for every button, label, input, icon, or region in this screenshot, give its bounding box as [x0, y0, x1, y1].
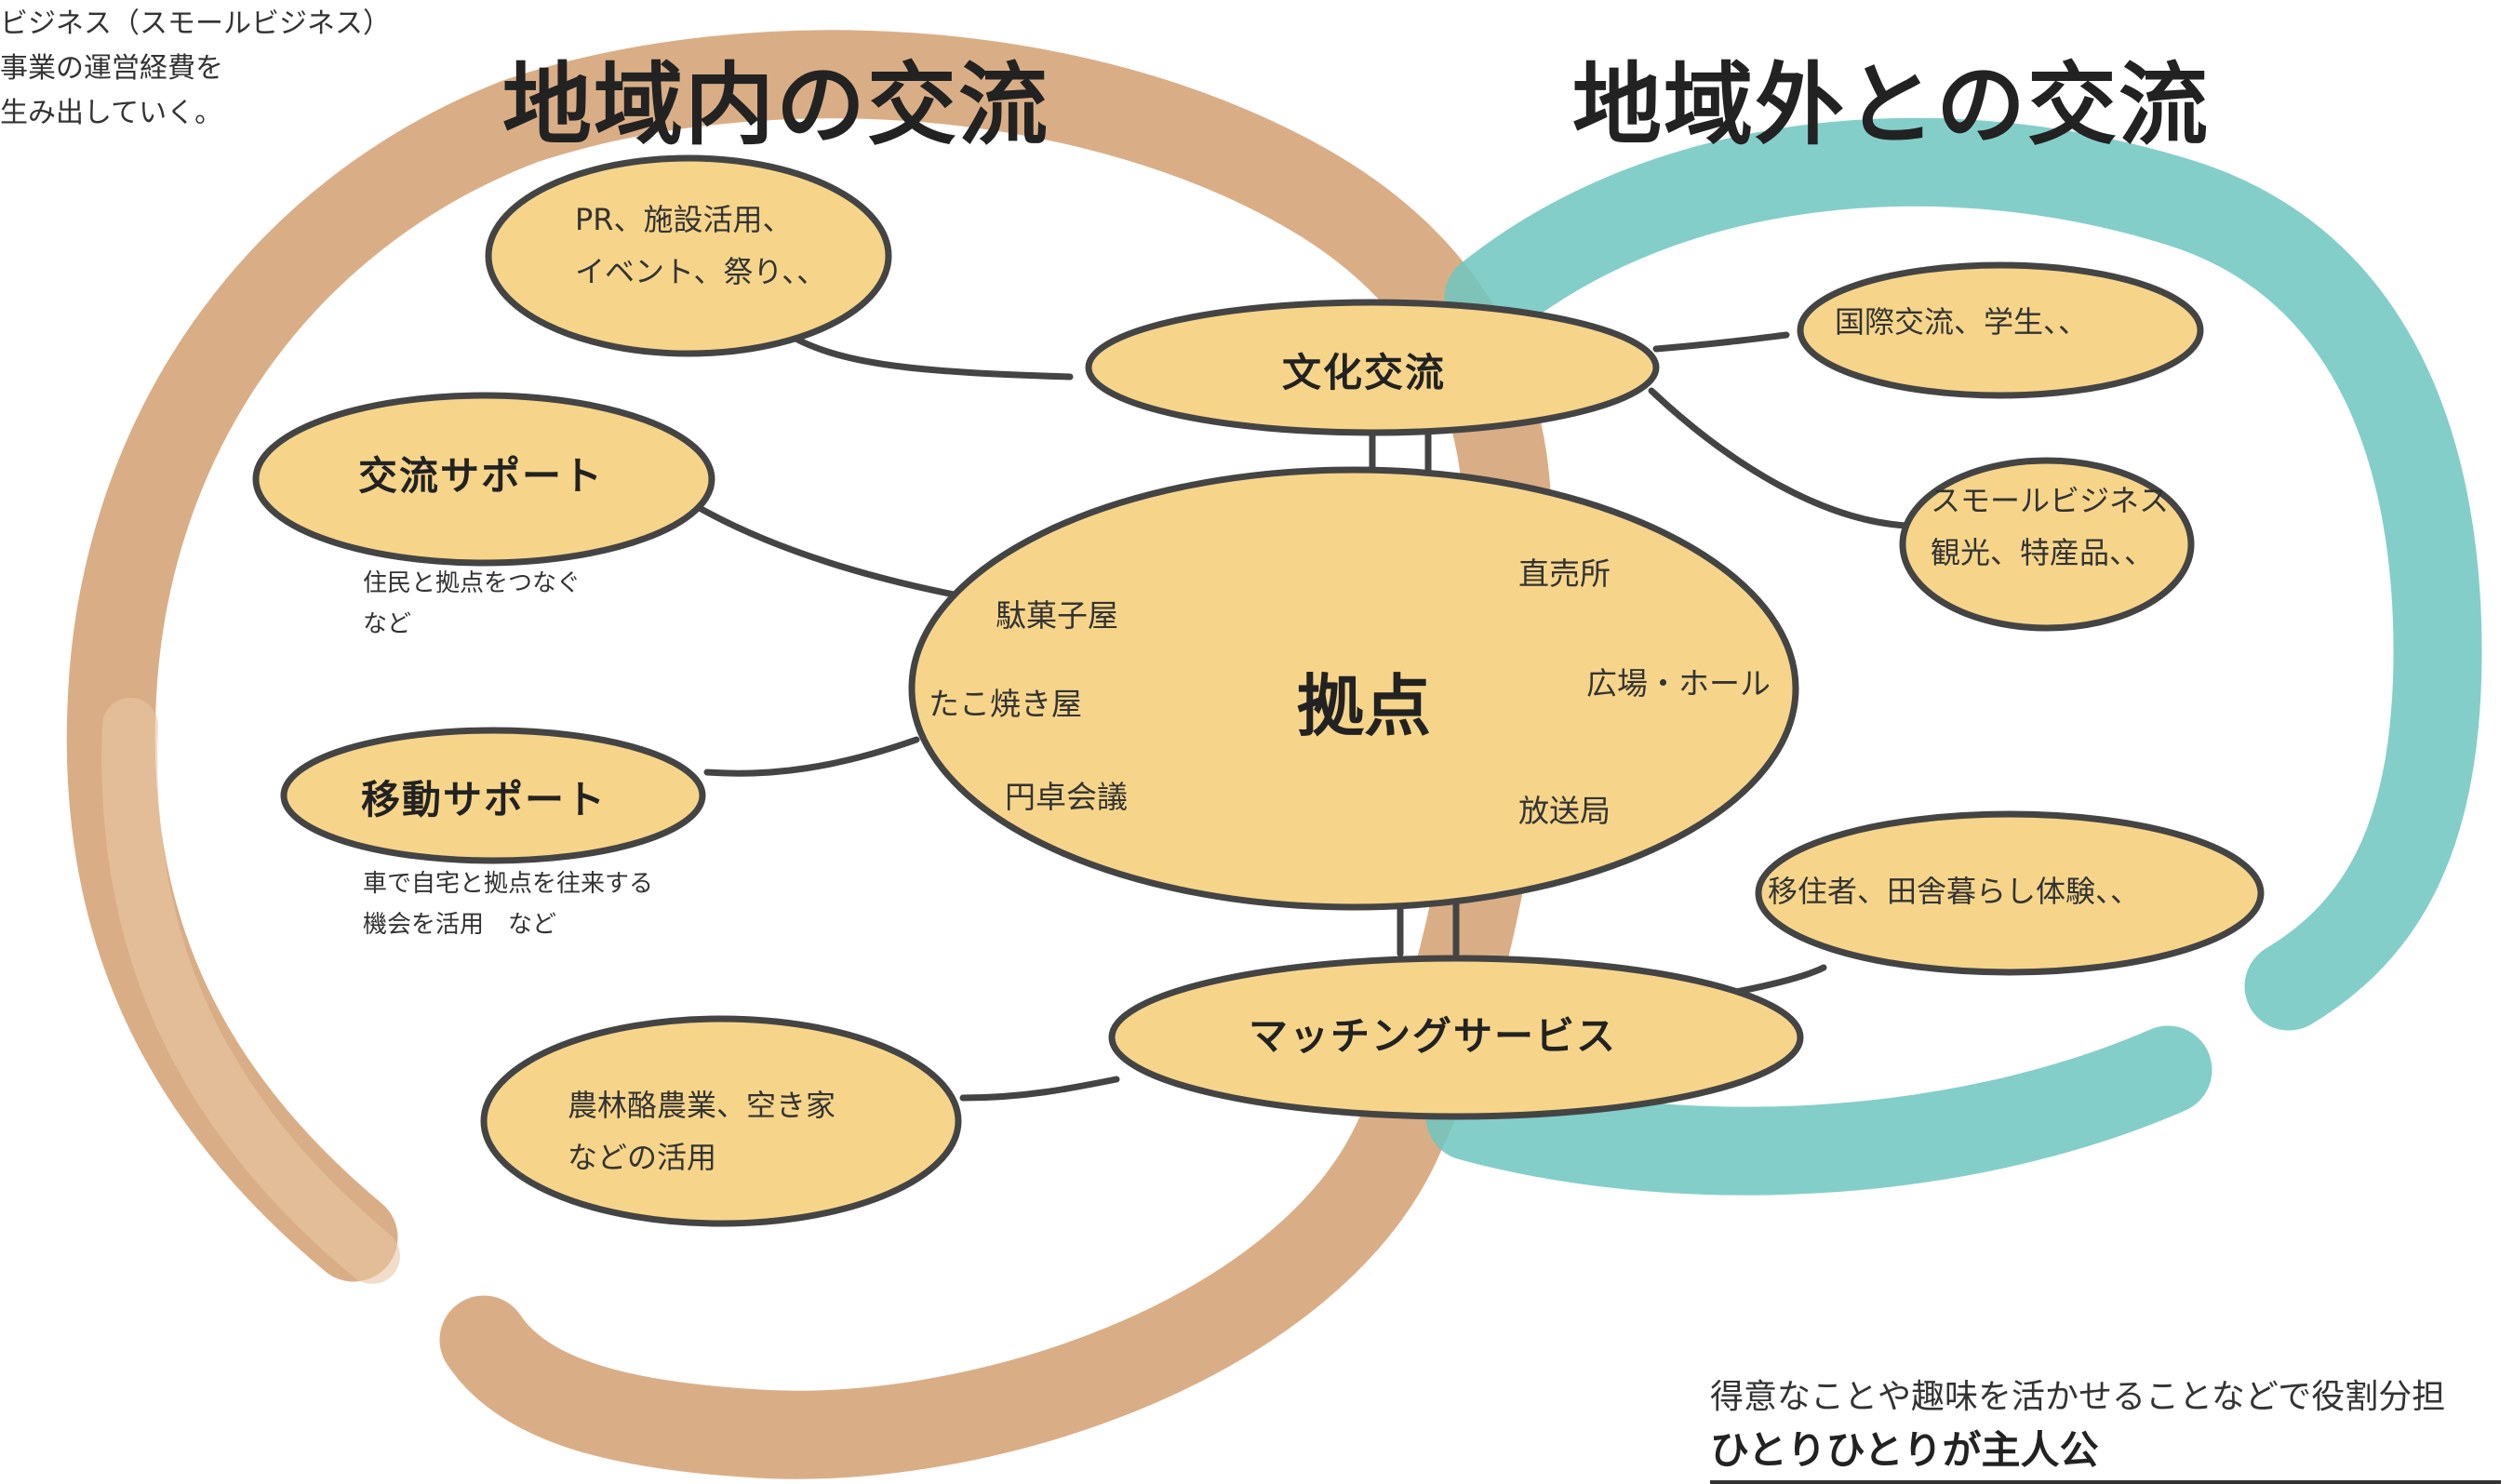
farm-text: 農林酪農業、空き家 などの活用: [568, 1079, 835, 1183]
outer-region-title: 地域外との交流: [1572, 52, 2211, 157]
line-koryu-center: [694, 503, 962, 599]
line-culture-intl: [1652, 331, 1790, 353]
koryu-support-desc2: など: [363, 610, 412, 638]
koryu-support-desc1: 住民と拠点をつなぐ: [363, 569, 581, 597]
koryu-support-bubble: [252, 392, 715, 567]
ido-support-desc1: 車で自宅と拠点を往来する: [363, 870, 654, 898]
line-farm-matching: [959, 1076, 1120, 1102]
smallbiz-line1: スモールビジネス: [1931, 483, 2170, 518]
ido-support-desc: 車で自宅と拠点を往来する 機会を活用 など: [363, 863, 653, 945]
outer-region-loop-lower: [1425, 1025, 2212, 1196]
outer-region-loop: [1444, 117, 2482, 1031]
pr-line2: イベント、祭り、、: [575, 254, 827, 289]
center-item-hiroba: 広場・ホール: [1586, 665, 1771, 702]
top-left-note-line3: 生み出していく。: [0, 97, 223, 129]
line-pr-culture: [778, 327, 1074, 381]
farm-bubble: [480, 1015, 962, 1227]
culture-label: 文化交流: [1282, 350, 1447, 395]
pr-text: PR、施設活用、 イベント、祭り、、: [575, 194, 826, 298]
top-left-note-line2: 事業の運営経費を: [0, 52, 223, 85]
top-left-note-line1: ビジネス（スモールビジネス）: [0, 7, 391, 40]
farm-line2: などの活用: [568, 1140, 717, 1175]
top-left-note: ビジネス（スモールビジネス） 事業の運営経費を 生み出していく。: [0, 2, 391, 136]
pr-line1: PR、施設活用、: [575, 202, 793, 237]
center-item-chokubai: 直売所: [1518, 555, 1611, 592]
intl-bubble: [1797, 261, 2204, 399]
pr-bubble: [485, 154, 892, 357]
inner-region-title: 地域内の交流: [502, 52, 1049, 157]
koryu-support-title: 交流サポート: [358, 453, 605, 499]
footer-headline: ひとりひとりが主人公: [1710, 1427, 2099, 1473]
smallbiz-line2: 観光、特産品、、: [1931, 535, 2155, 570]
culture-bubble: [1085, 299, 1660, 436]
inner-region-loop-shadow: [101, 698, 400, 1284]
intl-label: 国際交流、学生、、: [1835, 304, 2089, 340]
farm-line1: 農林酪農業、空き家: [568, 1088, 836, 1123]
center-item-entaku: 円卓会議: [1005, 779, 1128, 815]
bubbles: [252, 154, 2265, 1227]
center-title: 拠点: [1297, 667, 1432, 745]
ido-support-bubble: [280, 727, 706, 864]
line-ido-center: [703, 736, 920, 777]
center-item-hoso: 放送局: [1518, 793, 1611, 829]
line-culture-smallbiz: [1648, 387, 1911, 529]
ido-support-title: 移動サポート: [361, 777, 608, 822]
inner-region-loop: [66, 30, 1552, 1479]
migrants-label: 移住者、田舎暮らし体験、、: [1768, 874, 2141, 909]
matching-label: マッチングサービス: [1249, 1013, 1618, 1059]
footer-tagline: 得意なことや趣味を活かせることなどで役割分担: [1710, 1378, 2446, 1416]
koryu-support-desc: 住民と拠点をつなぐ など: [363, 563, 581, 645]
center-item-dagashi: 駄菓子屋: [996, 597, 1118, 634]
center-item-takoyaki: たこ焼き屋: [929, 686, 1082, 722]
smallbiz-text: スモールビジネス 観光、特産品、、: [1931, 475, 2169, 579]
matching-bubble: [1108, 955, 1804, 1120]
ido-support-desc2: 機会を活用 など: [363, 911, 557, 939]
smallbiz-bubble: [1899, 457, 2195, 632]
migrants-bubble: [1755, 810, 2265, 976]
center-bubble: [908, 466, 1799, 911]
